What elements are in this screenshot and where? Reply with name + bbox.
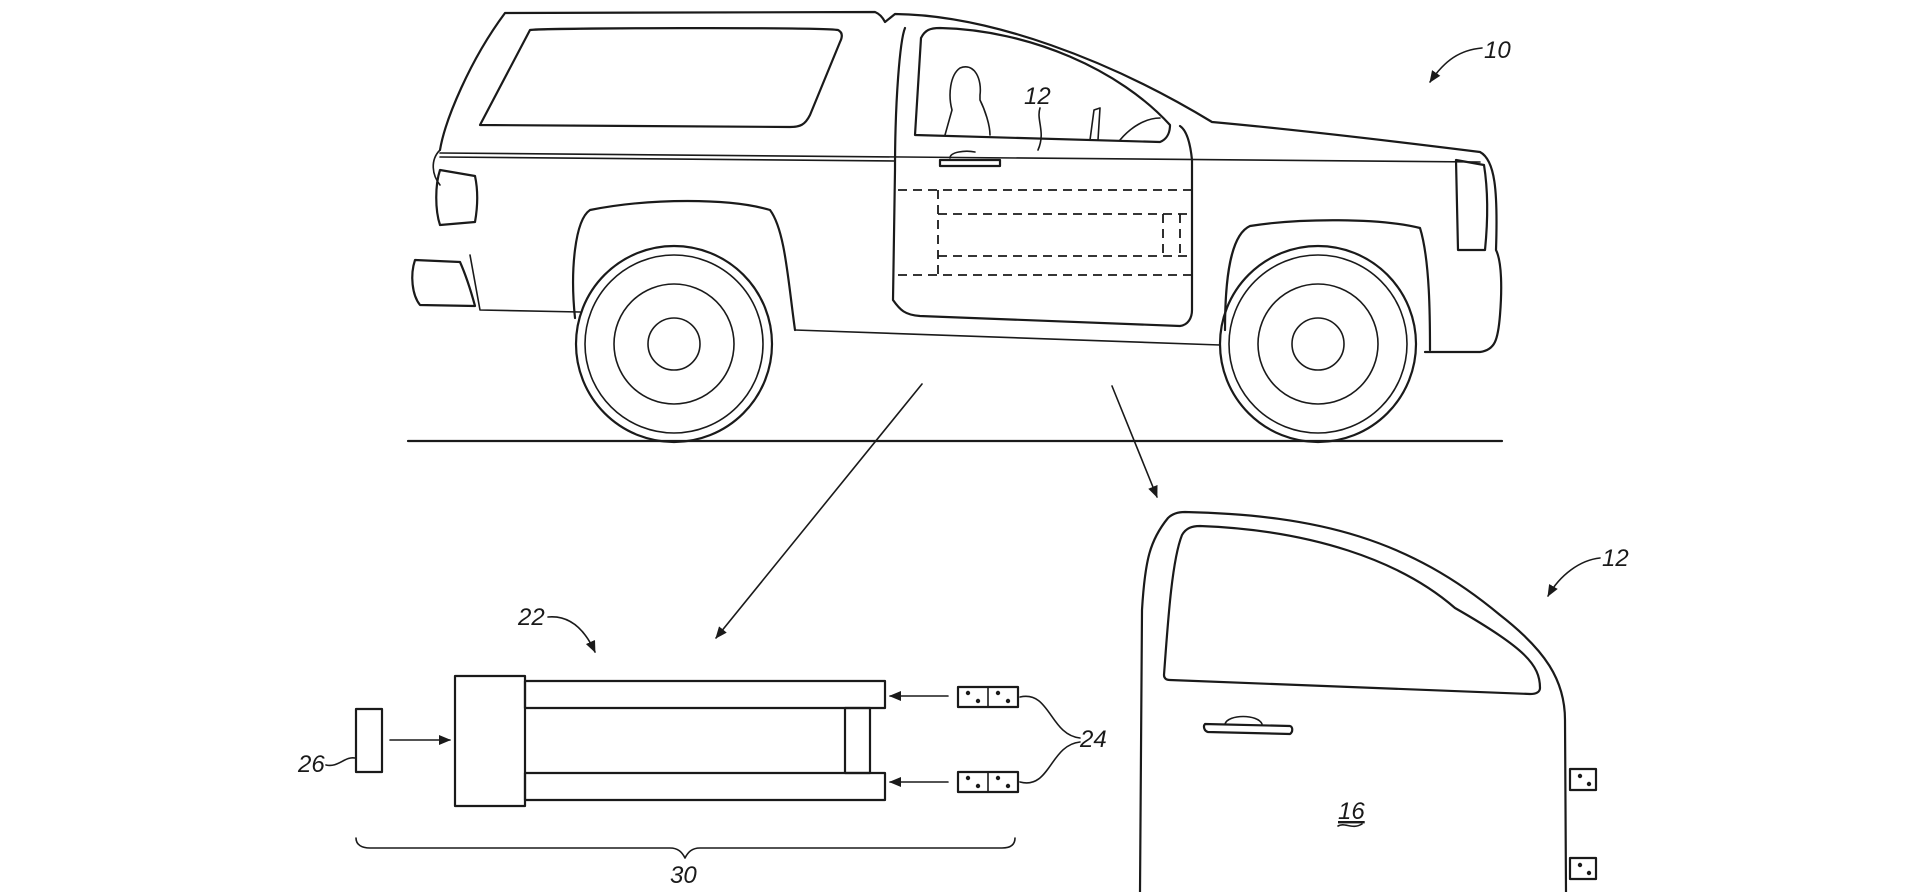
hidden-beam-lines <box>898 189 1192 276</box>
door-hinge-lower <box>1568 856 1598 881</box>
kit-brace <box>355 837 1016 859</box>
ref-label-component: 26 <box>297 751 325 778</box>
front-wheel-arch <box>1223 219 1432 352</box>
arrow-to-door-detail <box>1111 385 1158 498</box>
door-detail-outline <box>1138 510 1568 892</box>
door-detail-handle <box>1202 722 1294 736</box>
ref-label-beam-assembly: 22 <box>517 604 545 631</box>
door-detail: 12 16 <box>1138 510 1629 892</box>
arrow-to-beam-assembly <box>715 383 923 639</box>
front-wheel <box>1218 244 1418 444</box>
door-detail-window <box>1162 524 1542 696</box>
vehicle-door-outline <box>891 26 1194 328</box>
door-hinge-upper <box>1568 767 1598 792</box>
steering-wheel <box>1089 107 1101 141</box>
vehicle-side-view: 10 12 <box>406 10 1511 444</box>
hinge-upper <box>956 685 1020 709</box>
tail-light <box>435 168 479 227</box>
beltline <box>439 152 1481 163</box>
beam-end-block <box>453 674 527 808</box>
beam-assembly: 22 26 24 30 <box>297 604 1107 889</box>
beam-lower <box>523 771 887 802</box>
ref-label-door-on-vehicle: 12 <box>1024 83 1051 110</box>
vehicle-door-handle <box>938 158 1002 168</box>
ref-label-door-panel: 16 <box>1338 798 1365 825</box>
ref-label-vehicle: 10 <box>1484 37 1511 64</box>
rear-wheel-arch <box>572 199 797 332</box>
rear-window <box>478 27 843 129</box>
beltline-lower <box>439 156 896 162</box>
vehicle-body-outline <box>438 10 1503 354</box>
rear-bumper <box>411 258 477 308</box>
ref-label-hinges: 24 <box>1079 726 1107 753</box>
ref-label-door-detail: 12 <box>1602 545 1629 572</box>
ref-label-kit: 30 <box>670 862 697 889</box>
beam-cross-member <box>843 706 872 775</box>
rear-wheel <box>574 244 774 444</box>
seat <box>944 66 991 136</box>
vehicle-door-window <box>913 26 1172 144</box>
component-block <box>354 707 384 774</box>
beam-upper <box>523 679 887 710</box>
headlight <box>1454 158 1489 252</box>
hinge-lower <box>956 770 1020 794</box>
